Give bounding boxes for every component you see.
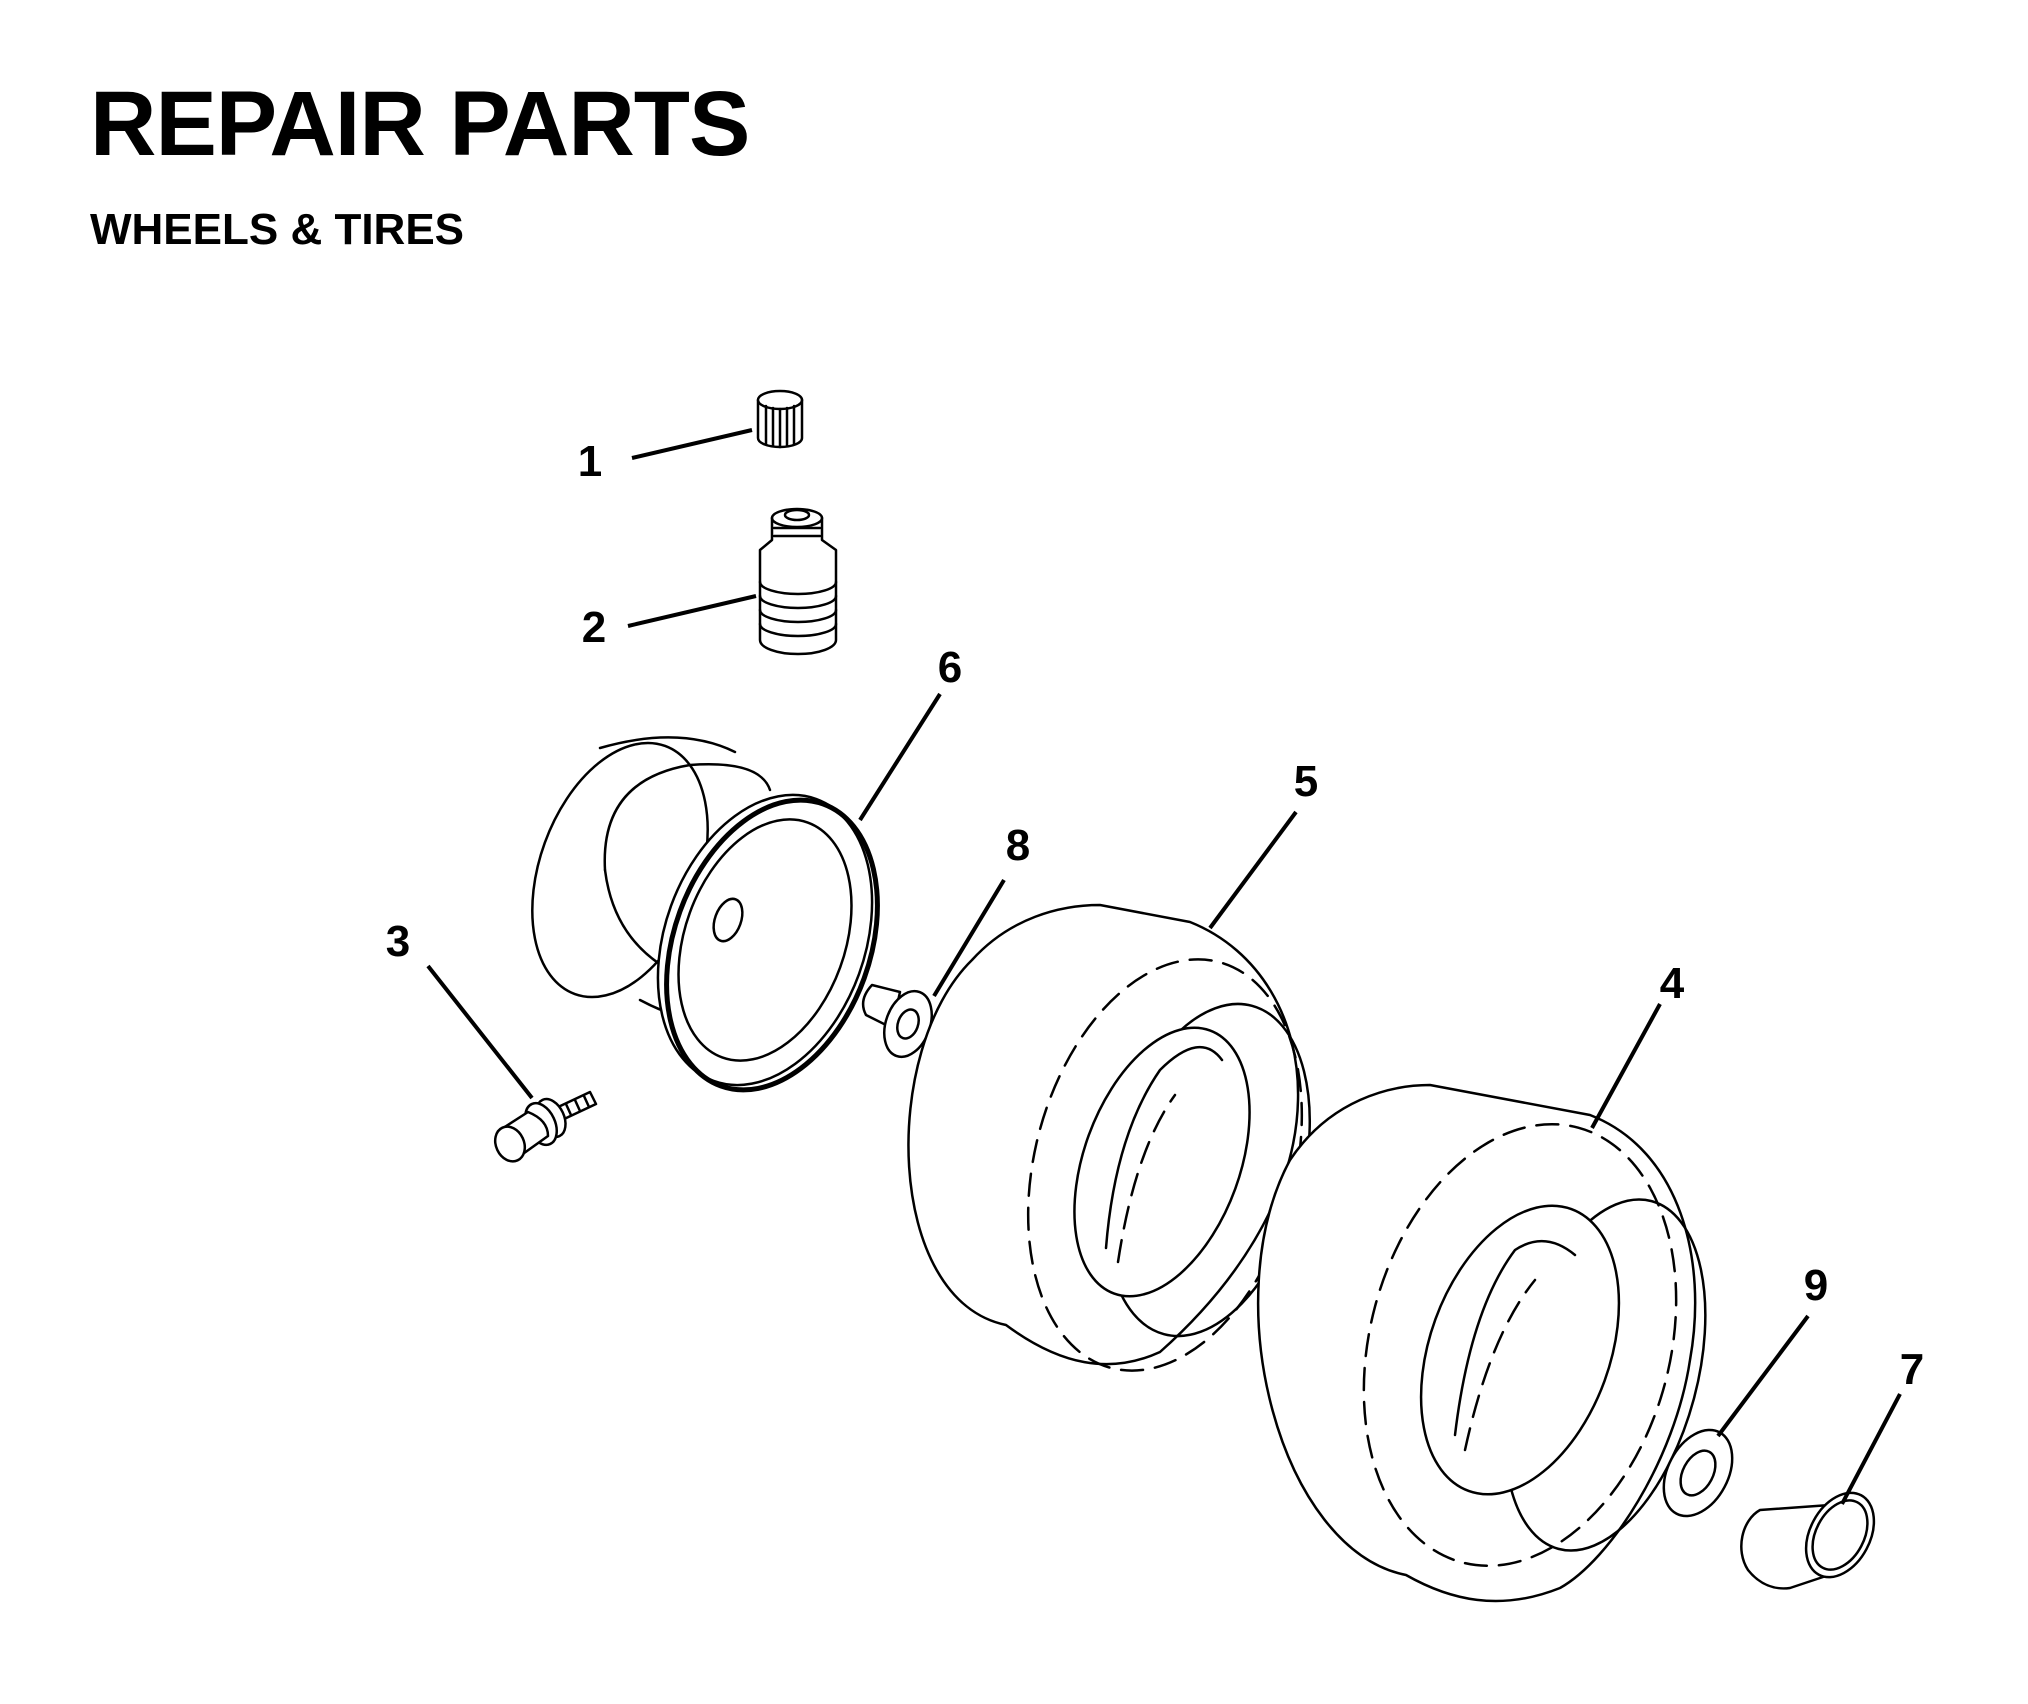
leader-line-7 <box>1840 1393 1902 1505</box>
leader-line-5 <box>1208 810 1298 930</box>
leader-line-3 <box>426 964 534 1100</box>
page-title: REPAIR PARTS <box>90 73 750 175</box>
part-7-cap <box>1740 1491 1876 1590</box>
callout-6: 6 <box>938 643 962 692</box>
leader-line-9 <box>1716 1314 1810 1438</box>
part-4-tire <box>1256 1083 1707 1603</box>
callout-5: 5 <box>1294 757 1318 806</box>
part-2-valve-stem <box>758 507 838 656</box>
callout-8: 8 <box>1006 821 1030 870</box>
callout-9: 9 <box>1804 1261 1828 1310</box>
callout-4: 4 <box>1660 959 1685 1008</box>
part-6-wheel-rim <box>531 736 880 1093</box>
part-8-flange-bushing <box>861 983 933 1059</box>
callout-7: 7 <box>1900 1345 1924 1394</box>
leader-line-8 <box>932 878 1006 998</box>
part-3-bolt <box>493 1090 598 1163</box>
leader-line-6 <box>858 692 942 822</box>
callout-1: 1 <box>578 437 602 486</box>
part-1-valve-cap <box>756 389 804 449</box>
leader-line-1 <box>631 428 753 460</box>
leader-line-2 <box>627 594 757 628</box>
callout-3: 3 <box>386 917 410 966</box>
page-subtitle: WHEELS & TIRES <box>90 205 465 254</box>
leader-line-4 <box>1590 1003 1662 1129</box>
part-5-tire <box>907 903 1312 1372</box>
callout-2: 2 <box>582 603 606 652</box>
